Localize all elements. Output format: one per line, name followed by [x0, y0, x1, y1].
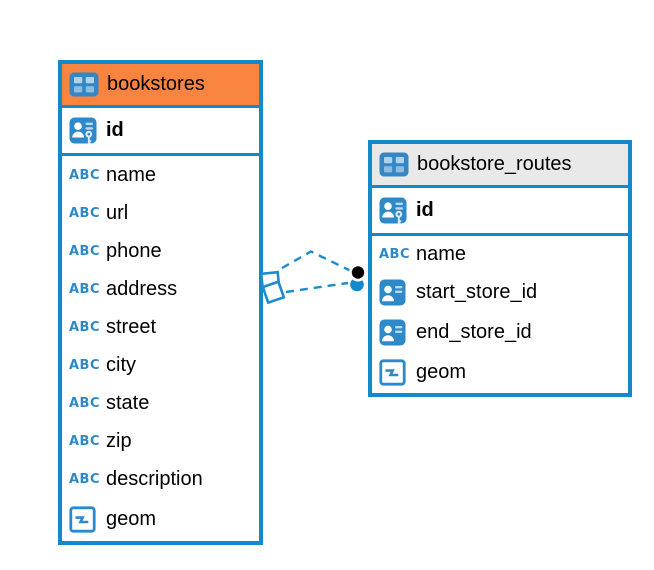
column-name: description: [106, 468, 203, 491]
text-type-icon: ABC: [69, 434, 101, 450]
column-name: geom: [106, 508, 157, 531]
primary-key-icon-slot: [379, 197, 408, 225]
geometry-icon-slot: [379, 359, 408, 386]
column-row-zip[interactable]: ABC zip: [62, 423, 259, 461]
column-row-description[interactable]: ABC description: [62, 461, 259, 499]
routes-end-dot-markers[interactable]: [349, 263, 367, 292]
table-header[interactable]: bookstore_routes: [372, 144, 628, 188]
table-icon: [69, 72, 99, 97]
text-type-icon: ABC: [69, 319, 101, 335]
reference-icon-slot: [379, 319, 408, 346]
column-row-state[interactable]: ABC state: [62, 385, 259, 423]
abc-icon-label: ABC: [69, 434, 101, 450]
geometry-icon: [379, 359, 406, 386]
column-row-city[interactable]: ABC city: [62, 346, 259, 384]
abc-icon-label: ABC: [69, 358, 101, 374]
column-name: zip: [106, 430, 132, 453]
abc-icon-label: ABC: [69, 167, 101, 183]
primary-key-icon: [69, 117, 97, 144]
column-row-start_store_id[interactable]: start_store_id: [372, 272, 628, 312]
table-icon-slot: [69, 72, 99, 97]
text-type-icon: ABC: [69, 396, 101, 412]
column-row-end_store_id[interactable]: end_store_id: [372, 313, 628, 353]
text-type-icon: ABC: [379, 246, 411, 262]
column-row-url[interactable]: ABC url: [62, 194, 259, 232]
abc-icon-label: ABC: [379, 246, 411, 262]
table-name: bookstores: [107, 73, 205, 95]
table-icon-slot: [379, 152, 409, 177]
table-icon: [379, 152, 409, 177]
text-type-icon: ABC: [69, 281, 101, 297]
table-name: bookstore_routes: [417, 153, 572, 175]
column-row-id[interactable]: id: [62, 108, 259, 156]
primary-key-icon: [379, 197, 407, 224]
geometry-icon: [69, 506, 96, 533]
relationship-line-straight[interactable]: [285, 281, 349, 294]
geometry-icon-slot: [69, 506, 98, 533]
column-name: end_store_id: [416, 321, 532, 344]
column-name: id: [106, 119, 124, 141]
column-row-id[interactable]: id: [372, 188, 628, 236]
column-name: name: [416, 242, 467, 265]
column-row-geom[interactable]: geom: [372, 353, 628, 393]
column-name: state: [106, 392, 150, 415]
column-name: id: [416, 199, 434, 221]
primary-key-icon-slot: [69, 117, 98, 145]
column-row-name[interactable]: ABC name: [372, 236, 628, 272]
reference-user-icon: [379, 319, 406, 346]
column-name: street: [106, 315, 157, 338]
abc-icon-label: ABC: [69, 243, 101, 259]
column-row-name[interactable]: ABC name: [62, 156, 259, 194]
column-name: geom: [416, 361, 467, 384]
column-name: address: [106, 277, 178, 300]
column-name: phone: [106, 239, 162, 262]
abc-icon-label: ABC: [69, 205, 101, 221]
column-name: name: [106, 163, 157, 186]
column-row-street[interactable]: ABC street: [62, 308, 259, 346]
bookstores-end-square-markers[interactable]: [259, 270, 286, 305]
column-name: city: [106, 354, 136, 377]
column-row-phone[interactable]: ABC phone: [62, 232, 259, 270]
abc-icon-label: ABC: [69, 281, 101, 297]
column-row-geom[interactable]: geom: [62, 499, 259, 541]
table-header[interactable]: bookstores: [62, 64, 259, 108]
text-type-icon: ABC: [69, 243, 101, 259]
reference-icon-slot: [379, 279, 408, 306]
text-type-icon: ABC: [69, 205, 101, 221]
column-name: start_store_id: [416, 280, 538, 303]
abc-icon-label: ABC: [69, 319, 101, 335]
column-row-address[interactable]: ABC address: [62, 270, 259, 308]
abc-icon-label: ABC: [69, 472, 101, 488]
column-name: url: [106, 201, 129, 224]
text-type-icon: ABC: [69, 358, 101, 374]
text-type-icon: ABC: [69, 472, 101, 488]
relationship-line-bent[interactable]: [281, 250, 351, 272]
reference-user-icon: [379, 279, 406, 306]
text-type-icon: ABC: [69, 167, 101, 183]
abc-icon-label: ABC: [69, 396, 101, 412]
